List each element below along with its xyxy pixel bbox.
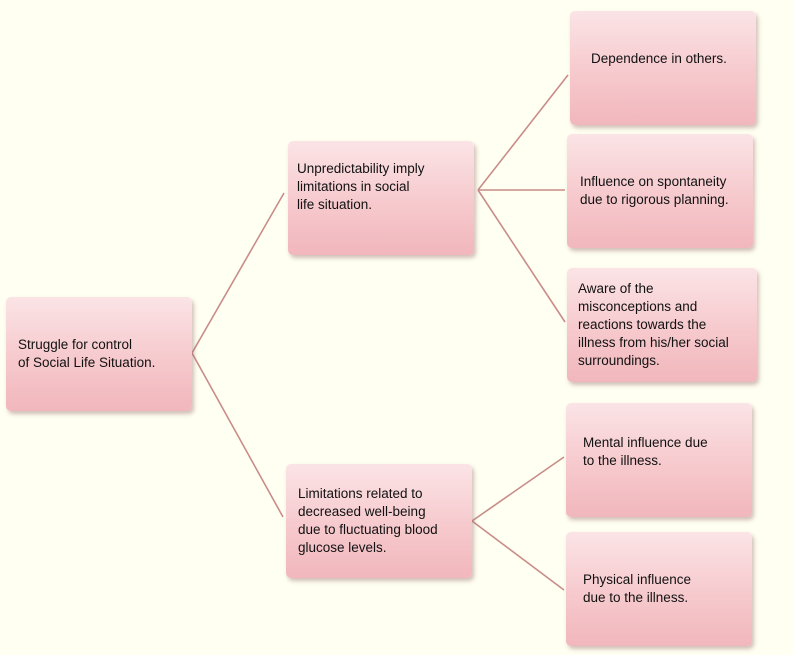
connector-unpredictability-to-dependence (477, 74, 569, 191)
connector-limitations-to-physical (471, 520, 565, 591)
node-influence-spontaneity: Influence on spontaneity due to rigorous… (567, 134, 753, 248)
node-label: Limitations related to decreased well-be… (298, 486, 438, 555)
node-limitations-well-being: Limitations related to decreased well-be… (286, 464, 472, 578)
node-label: Influence on spontaneity due to rigorous… (580, 174, 729, 207)
node-dependence: Dependence in others. (570, 11, 756, 125)
node-mental-influence: Mental influence due to the illness. (566, 403, 752, 517)
node-label: Mental influence due to the illness. (583, 435, 708, 468)
node-root-social-life-control: Struggle for control of Social Life Situ… (6, 297, 192, 411)
node-label: Dependence in others. (591, 51, 727, 66)
connector-limitations-to-mental (471, 456, 565, 522)
node-label: Aware of the misconceptions and reaction… (578, 281, 729, 368)
connector-unpredictability-to-aware (477, 189, 566, 323)
node-aware-misconceptions: Aware of the misconceptions and reaction… (567, 268, 757, 382)
node-physical-influence: Physical influence due to the illness. (566, 532, 752, 646)
node-label: Struggle for control of Social Life Situ… (18, 337, 156, 370)
node-unpredictability: Unpredictability imply limitations in so… (288, 141, 474, 255)
connector-root-to-unpredictability (191, 192, 285, 354)
node-label: Unpredictability imply limitations in so… (297, 161, 425, 212)
node-label: Physical influence due to the illness. (583, 572, 692, 605)
connector-root-to-limitations (191, 352, 284, 518)
